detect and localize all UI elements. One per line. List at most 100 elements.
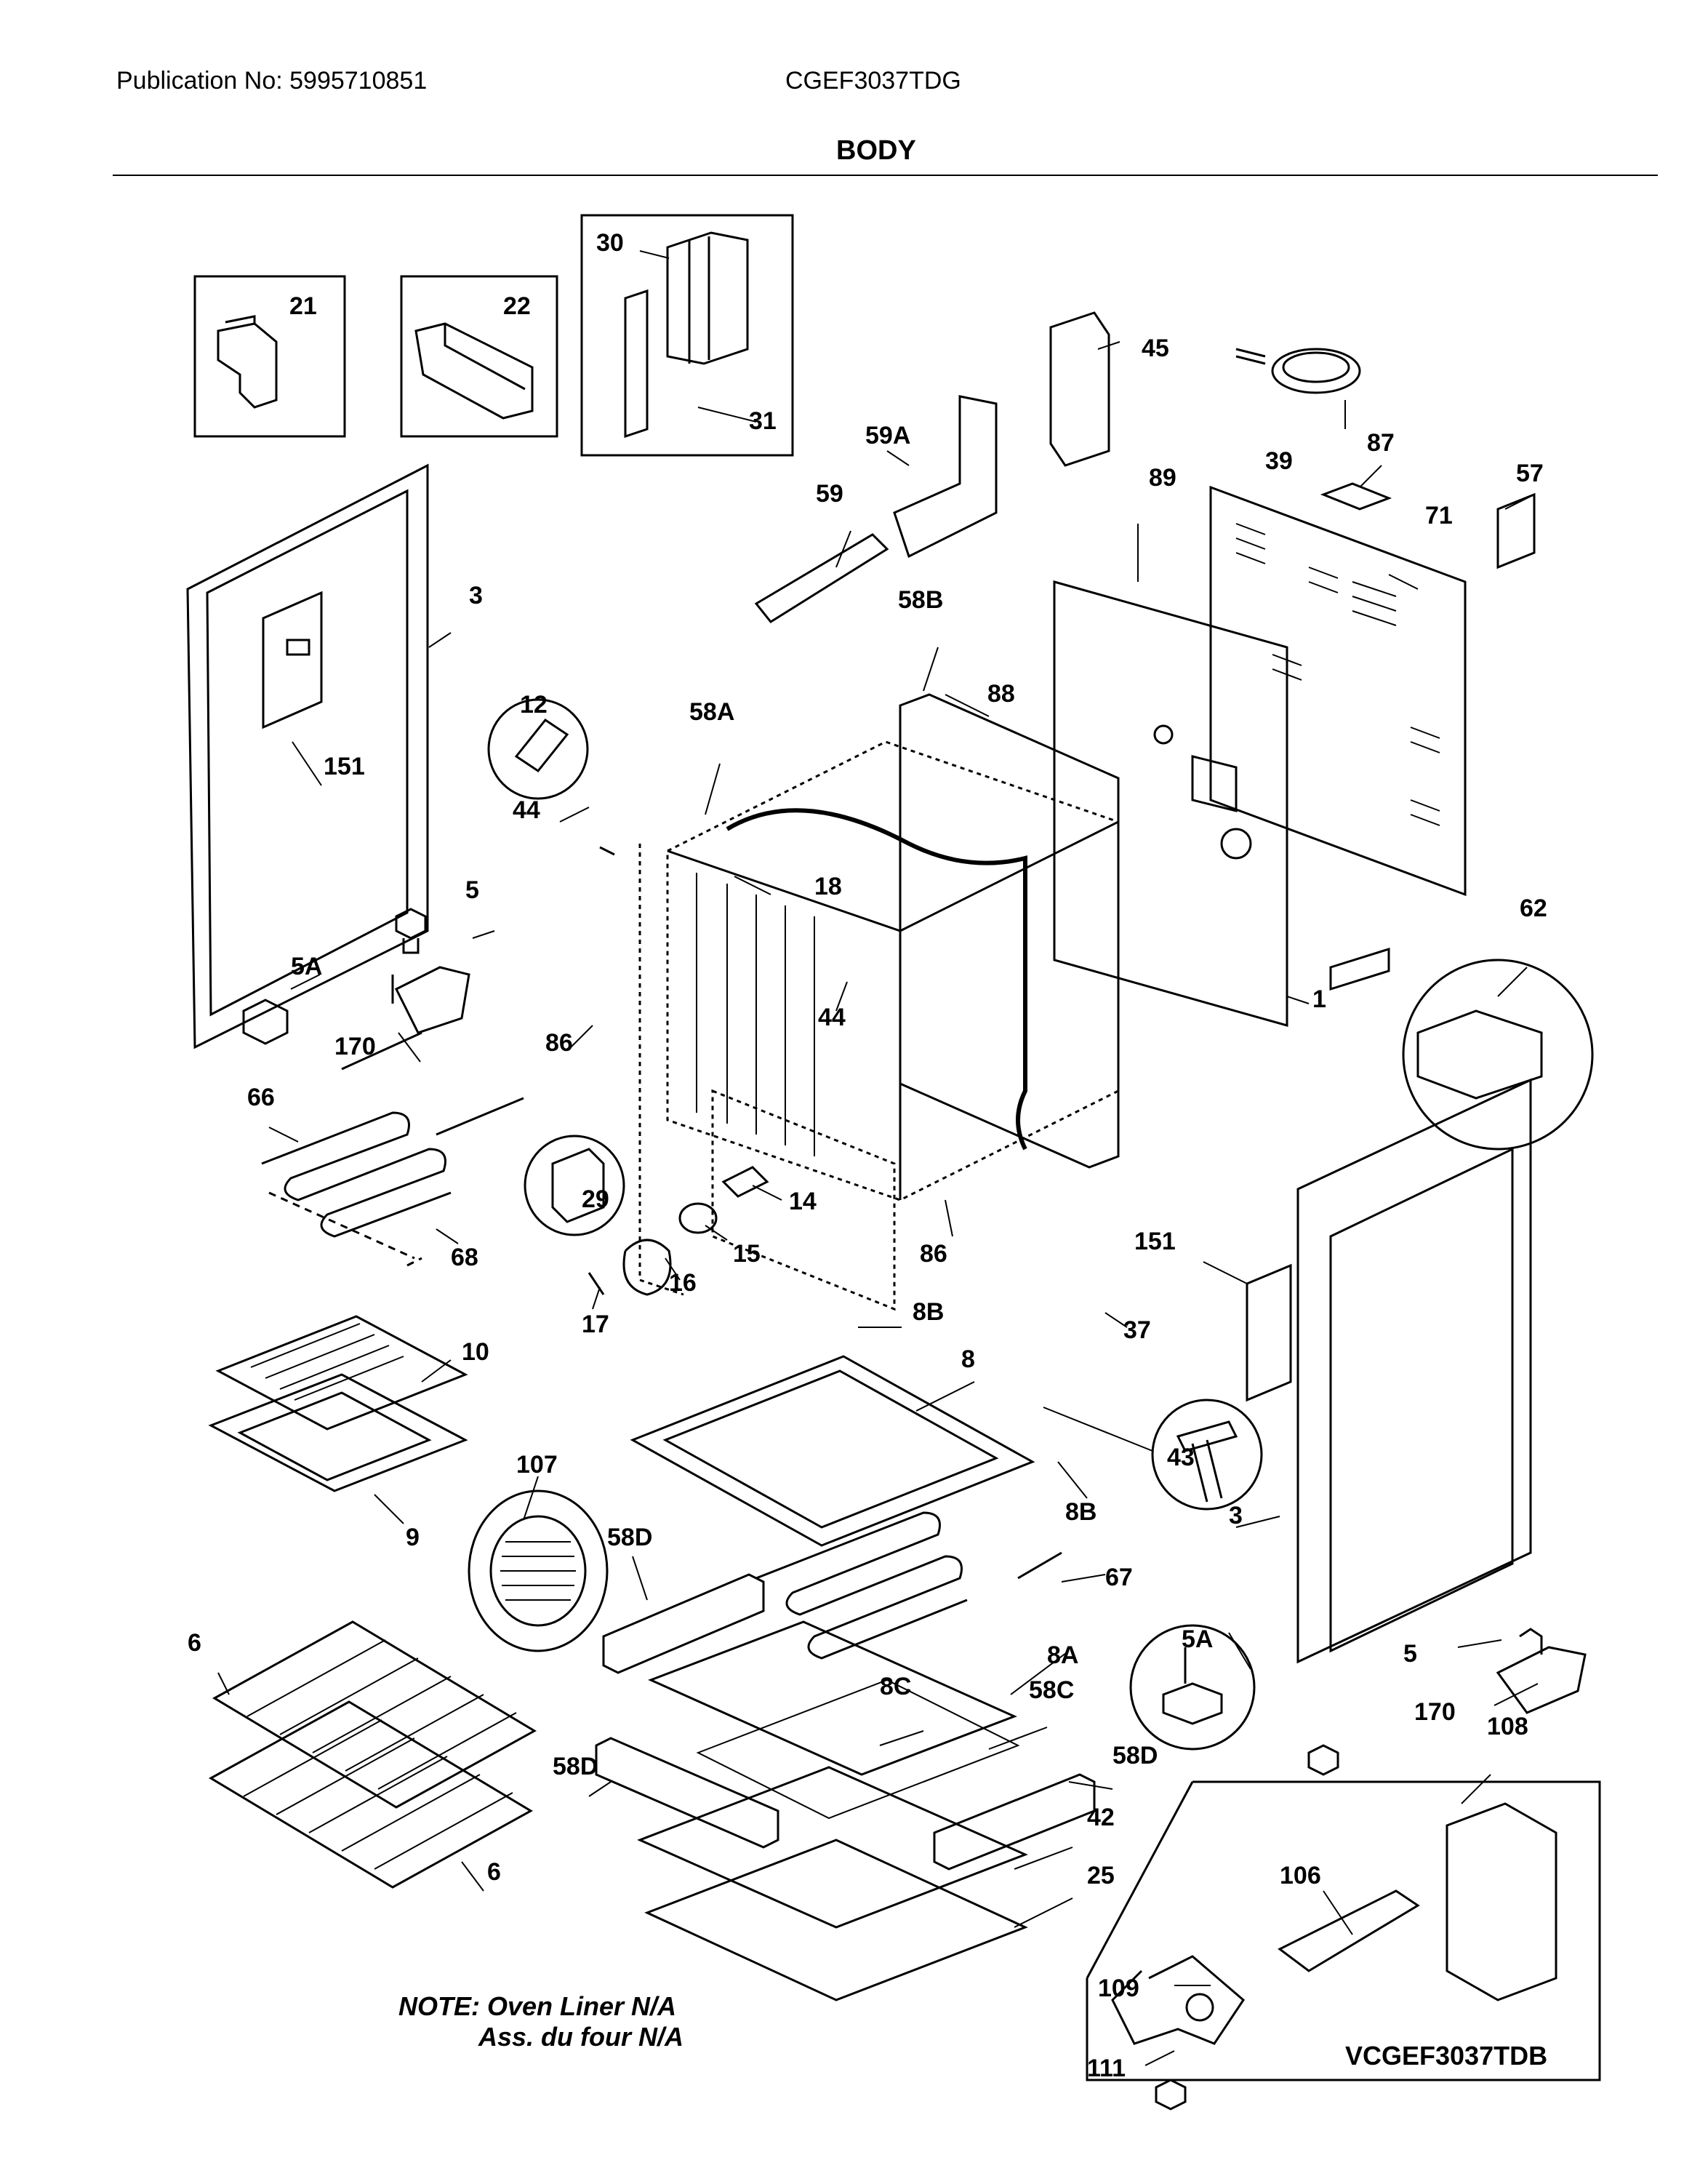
inset-box-21 — [193, 275, 346, 438]
label-8A: 8A — [1047, 1641, 1078, 1669]
label-6-bot: 6 — [487, 1858, 501, 1886]
label-57: 57 — [1516, 460, 1544, 487]
fan-cover — [468, 1489, 609, 1652]
label-8: 8 — [961, 1345, 975, 1373]
label-107: 107 — [516, 1451, 558, 1479]
label-71: 71 — [1425, 502, 1453, 529]
oven-light-parts — [524, 1135, 769, 1296]
label-1: 1 — [1312, 985, 1326, 1013]
label-170-right: 170 — [1414, 1698, 1456, 1726]
label-3-right: 3 — [1229, 1502, 1243, 1529]
label-9: 9 — [406, 1524, 420, 1551]
label-58A: 58A — [689, 698, 734, 726]
label-8B-bot: 8B — [1065, 1498, 1096, 1526]
label-6-top: 6 — [188, 1629, 201, 1657]
label-44-mid: 44 — [818, 1004, 846, 1031]
label-31: 31 — [749, 407, 777, 435]
header-rule — [113, 175, 1658, 176]
label-44-top: 44 — [513, 796, 540, 824]
model-number: CGEF3037TDG — [785, 67, 961, 95]
label-16: 16 — [669, 1269, 697, 1297]
convection-motor-inset — [1086, 1780, 1601, 2111]
label-58B: 58B — [898, 586, 943, 614]
label-17: 17 — [582, 1311, 609, 1338]
oven-bottom-pan — [630, 1355, 1035, 1547]
lower-oven-assembly — [595, 1620, 1096, 2001]
leveling-parts-right — [1129, 1624, 1587, 1776]
label-21: 21 — [289, 292, 317, 320]
label-170-left: 170 — [334, 1033, 376, 1060]
label-45: 45 — [1142, 335, 1169, 362]
label-59A: 59A — [865, 422, 910, 449]
label-89: 89 — [1149, 464, 1176, 492]
terminal-block-callout — [1329, 947, 1594, 1151]
label-58D-left: 58D — [607, 1524, 652, 1551]
label-37: 37 — [1123, 1316, 1151, 1344]
side-panel-right — [1246, 1078, 1532, 1664]
label-86-left: 86 — [545, 1029, 573, 1057]
insulation-blanket — [726, 693, 1120, 1169]
part-labels: 21 22 30 31 45 39 59A 87 57 59 89 71 3 5… — [188, 229, 1547, 2082]
publication-number: Publication No: 5995710851 — [116, 67, 428, 95]
label-58C: 58C — [1029, 1676, 1074, 1704]
label-62: 62 — [1520, 895, 1547, 922]
rear-cover — [1209, 485, 1467, 897]
power-cord — [1235, 348, 1361, 394]
label-59: 59 — [816, 480, 843, 508]
label-25: 25 — [1087, 1862, 1115, 1889]
screw-callout — [1151, 1399, 1263, 1511]
label-106: 106 — [1280, 1862, 1321, 1889]
back-panel — [1053, 580, 1288, 1027]
oven-racks — [208, 1620, 537, 1889]
label-10: 10 — [462, 1338, 489, 1366]
label-58D-br: 58D — [1112, 1742, 1158, 1769]
note-line-1: NOTE: Oven Liner N/A — [398, 1991, 677, 2021]
label-5A-right: 5A — [1182, 1625, 1213, 1653]
label-3-left: 3 — [469, 582, 483, 609]
side-panel-left — [186, 463, 429, 1049]
label-109: 109 — [1098, 1975, 1139, 2002]
label-111: 111 — [1087, 2055, 1126, 2082]
probe-callout — [487, 698, 615, 856]
label-68: 68 — [451, 1244, 478, 1271]
label-151-right: 151 — [1134, 1228, 1176, 1255]
inset-box-22 — [400, 275, 558, 438]
leveling-parts-left — [242, 908, 470, 1045]
bake-element — [261, 1031, 524, 1267]
label-58D-bl: 58D — [553, 1753, 598, 1780]
insulation-strip-58D-top — [602, 1573, 765, 1674]
label-87: 87 — [1367, 429, 1395, 457]
label-8C: 8C — [880, 1673, 911, 1700]
cover-57 — [1496, 492, 1536, 569]
label-12: 12 — [520, 691, 548, 719]
note-line-2: Ass. du four N/A — [478, 2022, 684, 2052]
inset-box-30-31 — [580, 214, 794, 457]
label-43: 43 — [1167, 1444, 1195, 1471]
vent-ducts — [754, 311, 1110, 623]
label-18: 18 — [814, 873, 842, 900]
variant-code: VCGEF3037TDB — [1345, 2041, 1548, 2071]
section-title: BODY — [836, 135, 916, 166]
label-151-left: 151 — [324, 753, 365, 780]
label-5-right: 5 — [1403, 1640, 1417, 1668]
label-67: 67 — [1105, 1564, 1133, 1591]
label-66: 66 — [247, 1084, 275, 1111]
label-5-left: 5 — [465, 876, 479, 904]
label-108: 108 — [1487, 1713, 1528, 1740]
broil-pan — [208, 1315, 468, 1492]
lower-element — [755, 1511, 1062, 1660]
label-29: 29 — [582, 1185, 609, 1213]
oven-cavity — [638, 740, 1120, 1311]
label-22: 22 — [503, 292, 531, 320]
label-8B-top: 8B — [913, 1298, 944, 1326]
label-15: 15 — [733, 1240, 761, 1268]
label-39: 39 — [1265, 447, 1293, 475]
label-86-right: 86 — [920, 1240, 947, 1268]
label-88: 88 — [987, 680, 1015, 708]
label-5A-left: 5A — [291, 953, 322, 980]
bracket-87 — [1320, 482, 1392, 511]
label-30: 30 — [596, 229, 624, 257]
label-42: 42 — [1087, 1804, 1115, 1831]
label-14: 14 — [789, 1188, 817, 1215]
